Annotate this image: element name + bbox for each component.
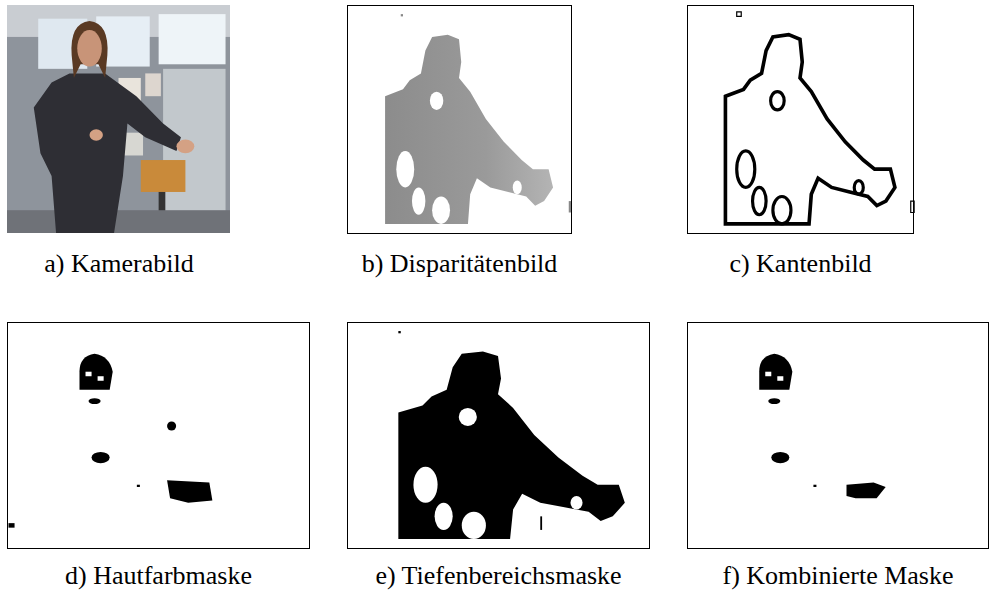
disparity-region — [385, 35, 553, 224]
door — [163, 69, 225, 233]
floor — [7, 210, 230, 233]
window — [159, 14, 226, 64]
image-panel: b) Disparitätenbild — [347, 5, 572, 285]
image-frame — [688, 323, 989, 549]
mask-holes — [413, 408, 582, 539]
edge-contour — [911, 201, 914, 212]
disparity-speck — [569, 201, 571, 212]
skin-blob — [89, 398, 101, 404]
panel-caption: b) Disparitätenbild — [362, 248, 558, 279]
combined-blob — [771, 452, 789, 463]
image-frame — [348, 6, 572, 234]
depth-region — [398, 351, 625, 539]
mask-hole — [98, 376, 104, 381]
image-panel: c) Kantenbild — [687, 5, 914, 285]
person-face — [77, 30, 102, 66]
image-panel: a) Kamerabild — [7, 5, 231, 285]
image-frame — [8, 323, 310, 549]
room-wall — [7, 5, 230, 233]
depth-speck — [398, 331, 400, 333]
depth-speck — [540, 516, 542, 530]
edge-contour — [737, 92, 864, 224]
person-body — [34, 73, 181, 233]
panel-caption: f) Kombinierte Maske — [722, 560, 953, 591]
image-panel: f) Kombinierte Maske — [687, 322, 989, 592]
image-panel: e) Tiefenbereichsmaske — [347, 322, 650, 592]
edge-contour — [737, 12, 742, 17]
image-frame — [348, 323, 650, 549]
person-hand — [90, 129, 103, 140]
skin-blob — [9, 523, 15, 528]
edge-contour — [725, 35, 895, 224]
poster — [145, 73, 161, 96]
skin-blob — [79, 354, 112, 390]
skin-mask — [9, 354, 213, 528]
chair — [141, 160, 186, 192]
mask-hole — [777, 376, 783, 381]
panel-caption: e) Tiefenbereichsmaske — [375, 560, 621, 591]
disparity-holes — [396, 92, 521, 224]
person-hair — [71, 21, 107, 78]
image-panel: d) Hautfarbmaske — [7, 322, 310, 592]
combined-blob — [768, 398, 780, 404]
skin-blob — [137, 485, 140, 487]
skin-blob — [167, 421, 176, 430]
panel-caption: d) Hautfarbmaske — [65, 560, 252, 591]
mask-hole — [86, 372, 92, 377]
combined-blob — [813, 485, 816, 487]
skin-blob — [167, 480, 212, 503]
skin-blob — [92, 452, 110, 463]
combined-mask — [759, 354, 885, 499]
image-frame — [688, 6, 914, 234]
person-hand — [176, 140, 194, 154]
panel-caption: a) Kamerabild — [44, 248, 193, 279]
depth-mask — [398, 331, 625, 539]
camera-photo — [7, 5, 230, 233]
combined-blob — [759, 354, 792, 390]
disparity-image — [385, 14, 571, 224]
disparity-speck — [401, 14, 403, 16]
combined-blob — [847, 482, 886, 498]
panel-caption: c) Kantenbild — [729, 248, 871, 279]
mask-hole — [765, 372, 771, 377]
edge-image — [725, 12, 914, 224]
